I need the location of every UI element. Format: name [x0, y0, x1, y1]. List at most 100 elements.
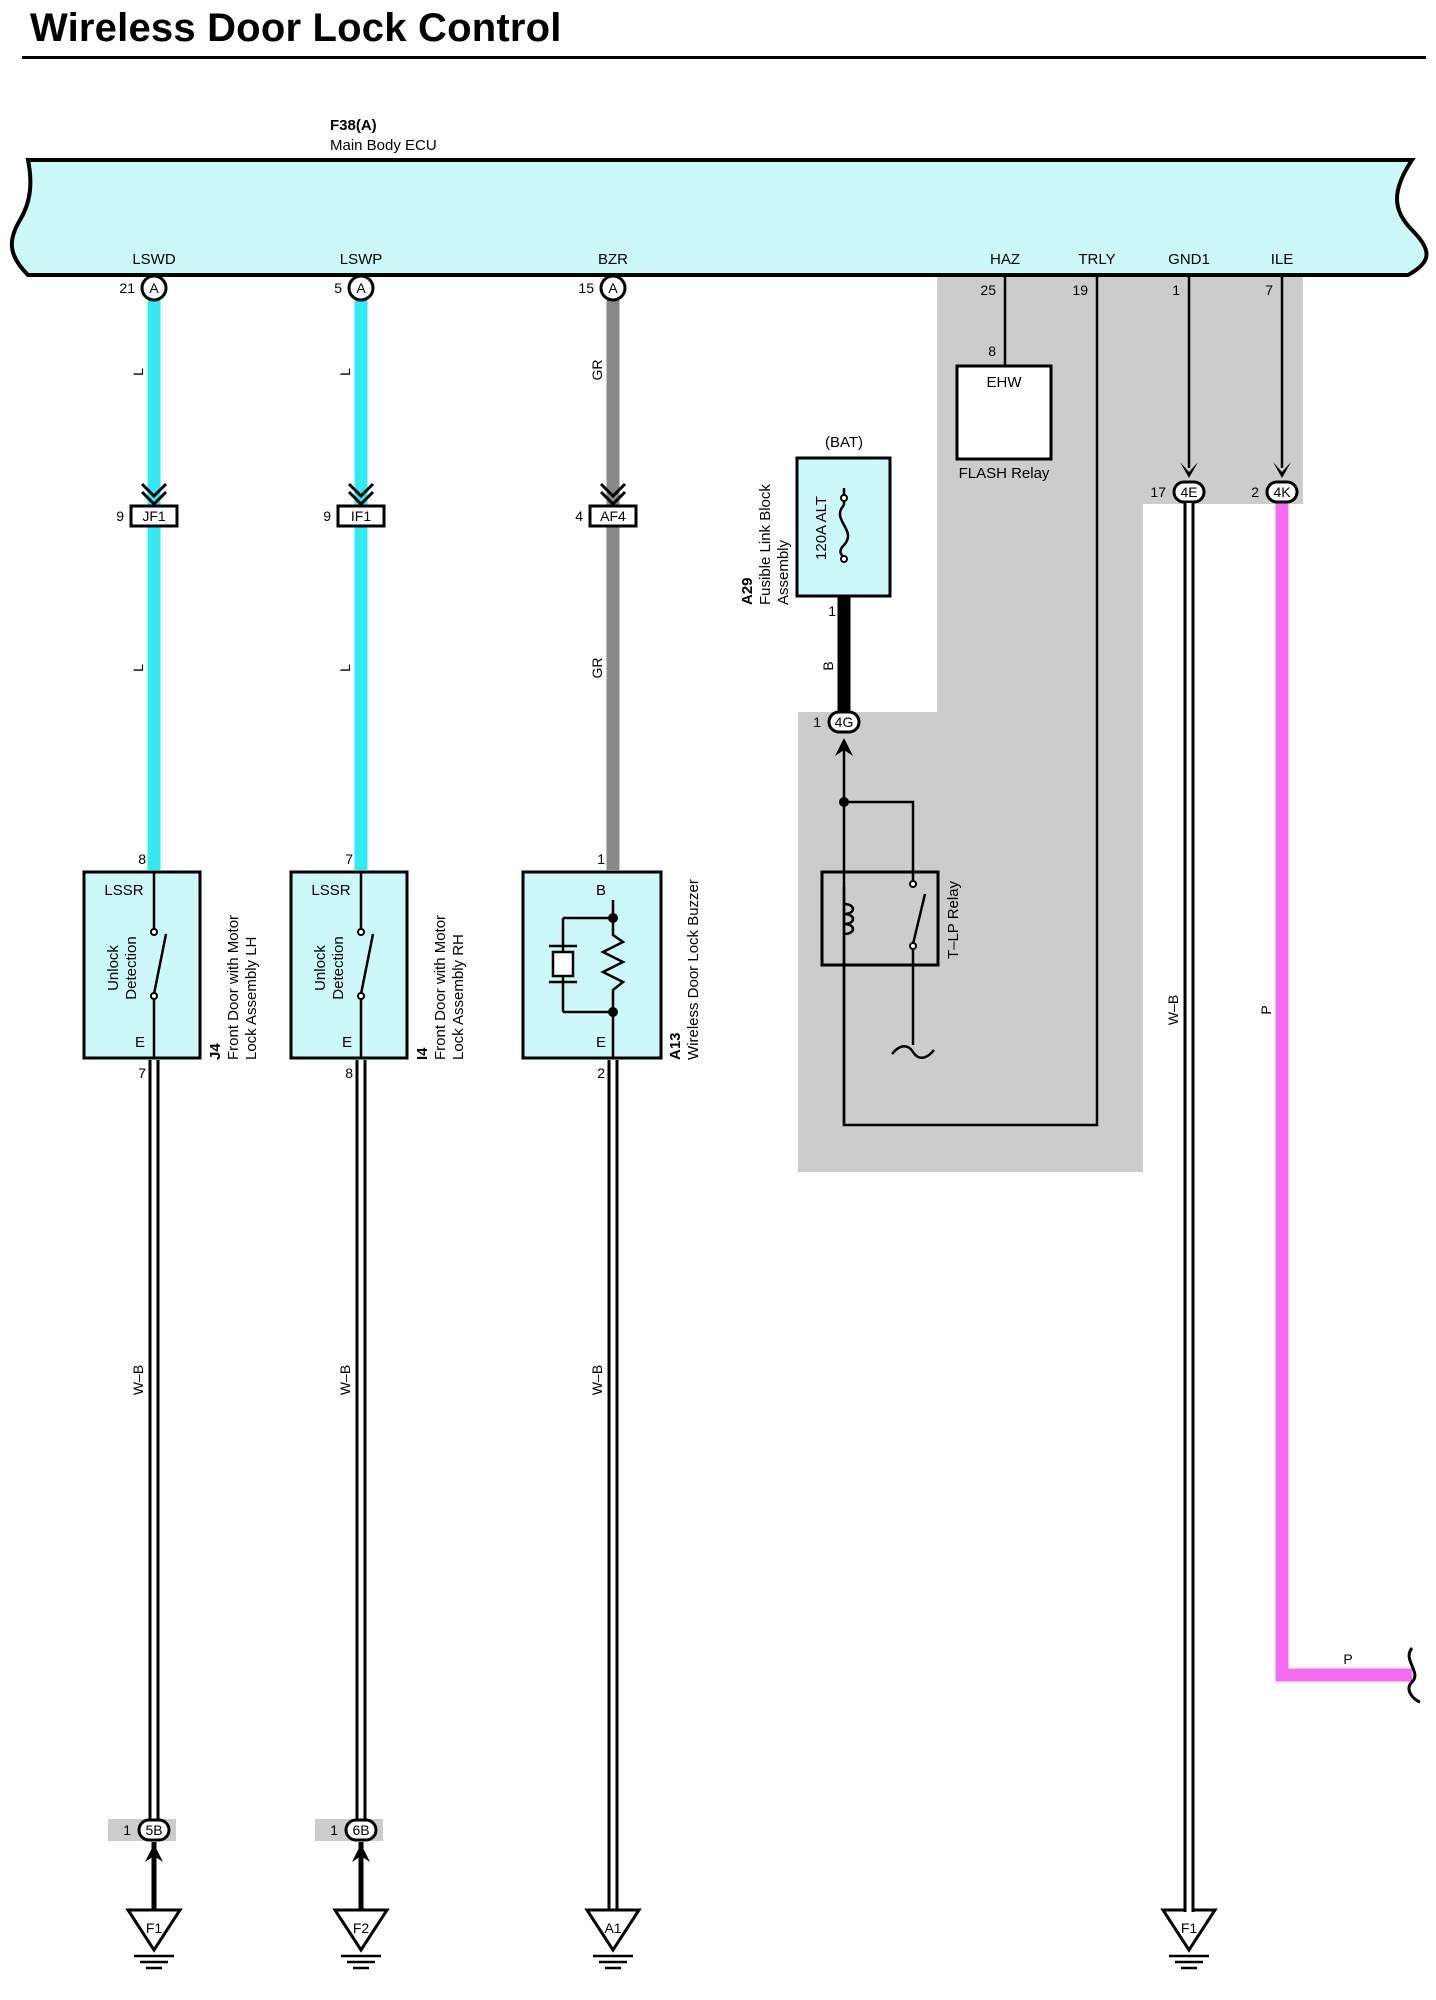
component-a13: 1 B E 2 A13 Wireless Door Lock Buzzer — [521, 851, 702, 1081]
svg-text:J4: J4 — [207, 1043, 224, 1060]
svg-text:Detection: Detection — [123, 936, 140, 999]
terminal-lswd: LSWD — [132, 251, 176, 268]
svg-text:Assembly: Assembly — [775, 539, 792, 605]
terminal-ile: ILE — [1271, 251, 1294, 268]
svg-text:19: 19 — [1072, 282, 1088, 298]
svg-text:LSSR: LSSR — [311, 882, 350, 899]
svg-text:Fusible Link Block: Fusible Link Block — [757, 484, 774, 605]
ground-f1-left: F1 — [126, 1908, 182, 1970]
ground-f2: F2 — [333, 1908, 389, 1970]
wire-label-gr-1: GR — [589, 360, 605, 381]
svg-text:1: 1 — [330, 1822, 338, 1838]
svg-text:E: E — [135, 1034, 145, 1051]
svg-text:1: 1 — [813, 714, 821, 730]
wire-label-wb-1: W–B — [130, 1365, 146, 1395]
terminal-trly: TRLY — [1078, 251, 1115, 268]
ground-f1-right: F1 — [1161, 1908, 1217, 1970]
svg-text:Detection: Detection — [330, 936, 347, 999]
wire-label-b: B — [820, 661, 836, 670]
wire-p-ile — [1275, 503, 1412, 1682]
svg-text:B: B — [596, 882, 606, 899]
ground-a1: A1 — [585, 1908, 641, 1970]
svg-text:4E: 4E — [1180, 484, 1197, 500]
svg-text:T–LP Relay: T–LP Relay — [945, 880, 962, 959]
svg-text:EHW: EHW — [987, 374, 1023, 391]
component-i4: 7 LSSR E Unlock Detection 8 I4 Front Doo… — [289, 851, 467, 1081]
terminal-gnd1: GND1 — [1168, 251, 1210, 268]
svg-text:21: 21 — [119, 280, 135, 296]
svg-text:IF1: IF1 — [351, 508, 371, 524]
page-title: Wireless Door Lock Control — [30, 6, 562, 50]
svg-text:I4: I4 — [414, 1047, 431, 1060]
terminal-lswp: LSWP — [340, 251, 383, 268]
svg-text:AF4: AF4 — [600, 508, 626, 524]
svg-text:JF1: JF1 — [142, 508, 166, 524]
wire-label-l-3: L — [130, 664, 146, 672]
svg-text:8: 8 — [345, 1065, 353, 1081]
svg-text:A29: A29 — [739, 577, 756, 605]
connector-4g: 4G 1 — [813, 710, 861, 734]
svg-text:5B: 5B — [145, 1822, 162, 1838]
svg-text:17: 17 — [1150, 484, 1166, 500]
svg-text:7: 7 — [1265, 282, 1273, 298]
svg-text:4: 4 — [575, 508, 583, 524]
title-rule — [22, 56, 1426, 59]
svg-text:15: 15 — [578, 280, 594, 296]
svg-text:7: 7 — [138, 1065, 146, 1081]
wire-label-l-2: L — [337, 368, 353, 376]
ecu-name: Main Body ECU — [330, 137, 437, 154]
svg-text:6B: 6B — [352, 1822, 369, 1838]
svg-text:Lock Assembly LH: Lock Assembly LH — [243, 937, 260, 1060]
connector-4e: 4E 17 — [1150, 480, 1206, 504]
svg-text:1: 1 — [1172, 282, 1180, 298]
svg-text:2: 2 — [1251, 484, 1259, 500]
junction-if1: IF1 9 — [323, 482, 386, 528]
svg-text:(BAT): (BAT) — [825, 434, 863, 451]
svg-text:E: E — [596, 1034, 606, 1051]
svg-text:Front Door with Motor: Front Door with Motor — [432, 915, 449, 1060]
svg-text:F2: F2 — [353, 1920, 370, 1936]
tlp-relay: T–LP Relay — [820, 750, 962, 1125]
wire-label-gr-2: GR — [589, 658, 605, 679]
connector-6b: 6B 1 — [315, 1818, 383, 1912]
svg-text:F1: F1 — [1181, 1920, 1198, 1936]
wire-label-wb-2: W–B — [337, 1365, 353, 1395]
svg-text:9: 9 — [116, 508, 124, 524]
svg-text:A: A — [149, 280, 159, 296]
svg-text:F1: F1 — [146, 1920, 163, 1936]
wire-label-p-1: P — [1258, 1005, 1274, 1014]
junction-jf1: JF1 9 — [116, 482, 179, 528]
svg-text:Unlock: Unlock — [105, 945, 122, 991]
svg-text:A: A — [356, 280, 366, 296]
svg-text:A: A — [608, 280, 618, 296]
svg-text:1: 1 — [123, 1822, 131, 1838]
wire-label-wb-4: W–B — [1165, 995, 1181, 1025]
wire-label-p-2: P — [1343, 1651, 1352, 1667]
connector-5b: 5B 1 — [108, 1818, 176, 1912]
wire-label-wb-3: W–B — [589, 1365, 605, 1395]
svg-text:120A ALT: 120A ALT — [813, 496, 830, 560]
component-j4: 8 LSSR E Unlock Detection 7 J4 Front Doo… — [82, 851, 260, 1081]
svg-text:Wireless Door Lock Buzzer: Wireless Door Lock Buzzer — [685, 879, 702, 1060]
svg-text:8: 8 — [988, 343, 996, 359]
svg-text:1: 1 — [597, 851, 605, 867]
svg-text:25: 25 — [980, 282, 996, 298]
svg-text:Front Door with Motor: Front Door with Motor — [225, 915, 242, 1060]
wire-label-l-1: L — [130, 368, 146, 376]
svg-text:4K: 4K — [1273, 484, 1291, 500]
ecu-code: F38(A) — [330, 117, 377, 134]
svg-text:E: E — [342, 1034, 352, 1051]
svg-text:A1: A1 — [604, 1920, 621, 1936]
svg-text:7: 7 — [345, 851, 353, 867]
terminal-haz: HAZ — [990, 251, 1020, 268]
wire-label-l-4: L — [337, 664, 353, 672]
svg-text:Lock Assembly RH: Lock Assembly RH — [450, 934, 467, 1060]
svg-text:A13: A13 — [667, 1032, 684, 1060]
main-body-ecu — [9, 158, 1429, 277]
svg-text:LSSR: LSSR — [104, 882, 143, 899]
pin-a-lswp: A 5 — [334, 274, 375, 302]
junction-af4: AF4 4 — [575, 482, 638, 528]
svg-text:Unlock: Unlock — [312, 945, 329, 991]
flash-relay: EHW FLASH Relay — [955, 364, 1053, 482]
